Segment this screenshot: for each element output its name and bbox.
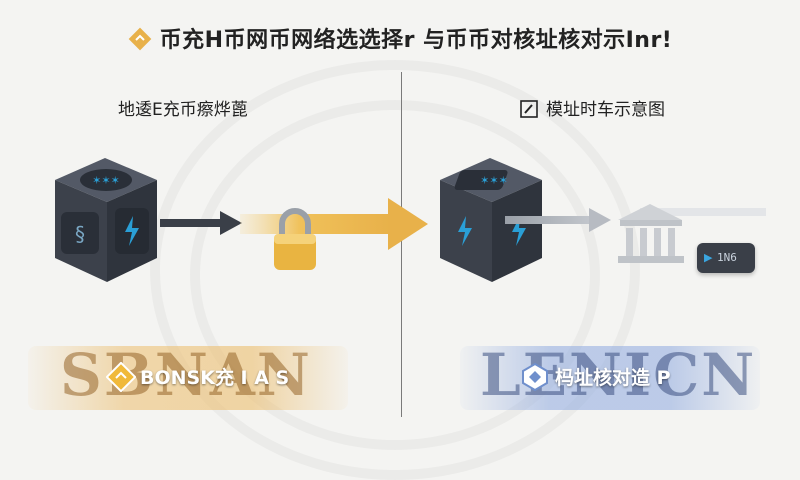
- network-tag: ▶ 1N6: [697, 243, 755, 273]
- page-title: 币充H币网币网络选选择r 与币币对核址核对示Inr!: [159, 28, 673, 53]
- left-subtitle: 地逶E充币瘵烨蓖: [118, 100, 248, 120]
- padlock-icon: [274, 208, 316, 270]
- play-icon: ▶: [704, 251, 713, 264]
- blue-hex-icon: [522, 362, 548, 392]
- edit-icon: [520, 100, 538, 123]
- bank-building-icon: [618, 204, 766, 263]
- svg-text:✶✶✶: ✶✶✶: [480, 174, 508, 187]
- left-label: BONSK充 I A S: [140, 367, 290, 389]
- left-banner: [28, 346, 348, 410]
- diamond-logo-icon: [128, 27, 152, 57]
- gold-arrow-icon: [240, 198, 428, 250]
- network-tag-text: 1N6: [717, 251, 737, 264]
- right-banner: [460, 346, 760, 410]
- svg-text:§: §: [75, 222, 85, 246]
- gold-diamond-icon: [106, 362, 136, 392]
- exchange-cube-icon: ✶✶✶: [440, 158, 542, 282]
- dark-arrow-icon: [160, 211, 242, 235]
- section-divider: [401, 72, 402, 417]
- right-subtitle: 模址时车示意图: [546, 100, 665, 120]
- right-subtitle-row: 模址时车示意图: [520, 95, 665, 123]
- grey-arrow-icon: [505, 208, 611, 232]
- header-title-row: 币充H币网币网络选选择r 与币币对核址核对示Inr!: [0, 22, 800, 57]
- right-label: 杩址核对造 P: [555, 367, 671, 389]
- left-big-word: SBNAN: [60, 341, 312, 409]
- wallet-cube-icon: ✶✶✶ §: [55, 158, 157, 282]
- svg-text:✶✶✶: ✶✶✶: [92, 174, 120, 187]
